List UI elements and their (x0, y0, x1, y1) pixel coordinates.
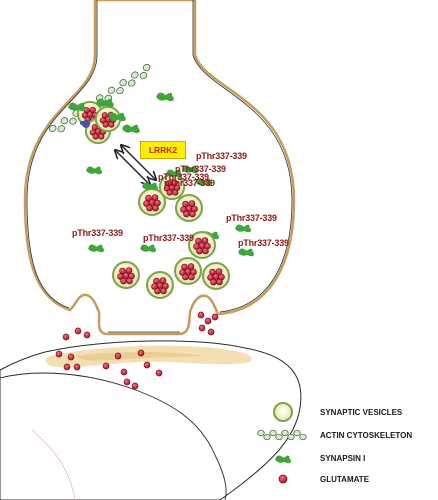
synaptic-vesicle (174, 257, 202, 285)
phospho-label: pThr337-339 (158, 172, 209, 182)
interaction-arrow (115, 150, 150, 185)
legend-vesicle-icon (273, 402, 293, 422)
postsynaptic-spine (0, 340, 302, 500)
phospho-label: pThr337-339 (238, 238, 289, 248)
synaptic-vesicle (175, 194, 203, 222)
legend-glutamate-label: GLUTAMATE (320, 475, 370, 484)
phospho-label: pThr337-339 (196, 151, 247, 161)
phospho-label: pThr337-339 (164, 178, 215, 188)
synaptic-vesicle (138, 188, 166, 216)
lrrk2-molecule (82, 120, 90, 128)
legend-vesicles-label: SYNAPTIC VESICLES (320, 408, 403, 417)
phospho-label: pThr337-339 (175, 164, 226, 174)
phospho-label: pThr337-339 (143, 233, 194, 243)
legend-synapsin-label: SYNAPSIN I (320, 454, 366, 463)
lrrk2-label: LRRK2 (140, 141, 186, 159)
legend-glutamate-icon (278, 474, 288, 484)
legend-synapsin-icon (275, 455, 292, 464)
phospho-label: pThr337-339 (72, 228, 123, 238)
legend-actin-icon (257, 429, 307, 441)
phospho-label: pThr337-339 (226, 213, 277, 223)
legend-actin-label: ACTIN CYTOSKELETON (320, 431, 413, 440)
synaptic-vesicle (202, 262, 230, 290)
synaptic-vesicle (112, 261, 140, 289)
synaptic-vesicle (146, 271, 174, 299)
